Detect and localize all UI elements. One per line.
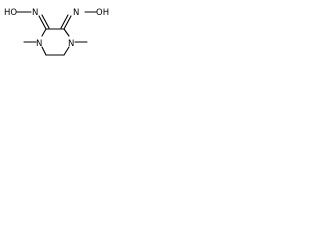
bond-oxime-right-b xyxy=(60,14,69,29)
atom-label-oxime-n-right: N xyxy=(73,8,79,18)
bond-ring-n1-c6 xyxy=(41,46,47,56)
atom-label-ring-n-left: N xyxy=(36,39,42,49)
atom-label-oxime-n-left: N xyxy=(32,8,38,18)
bond-ring-n4-c5 xyxy=(63,46,70,56)
atom-label-hydroxyl-right: OH xyxy=(96,8,109,18)
bond-oxime-left-a xyxy=(38,15,47,30)
atom-label-ring-n-right: N xyxy=(68,39,74,49)
chemical-structure: HO N N OH N N xyxy=(4,8,109,56)
bond-ring-c3-n4 xyxy=(63,28,70,37)
atom-label-hydroxyl-left: HO xyxy=(4,8,17,18)
bond-ring-c2-n1 xyxy=(41,28,47,37)
bond-oxime-right-a xyxy=(63,15,72,30)
bond-oxime-left-b xyxy=(41,14,50,29)
